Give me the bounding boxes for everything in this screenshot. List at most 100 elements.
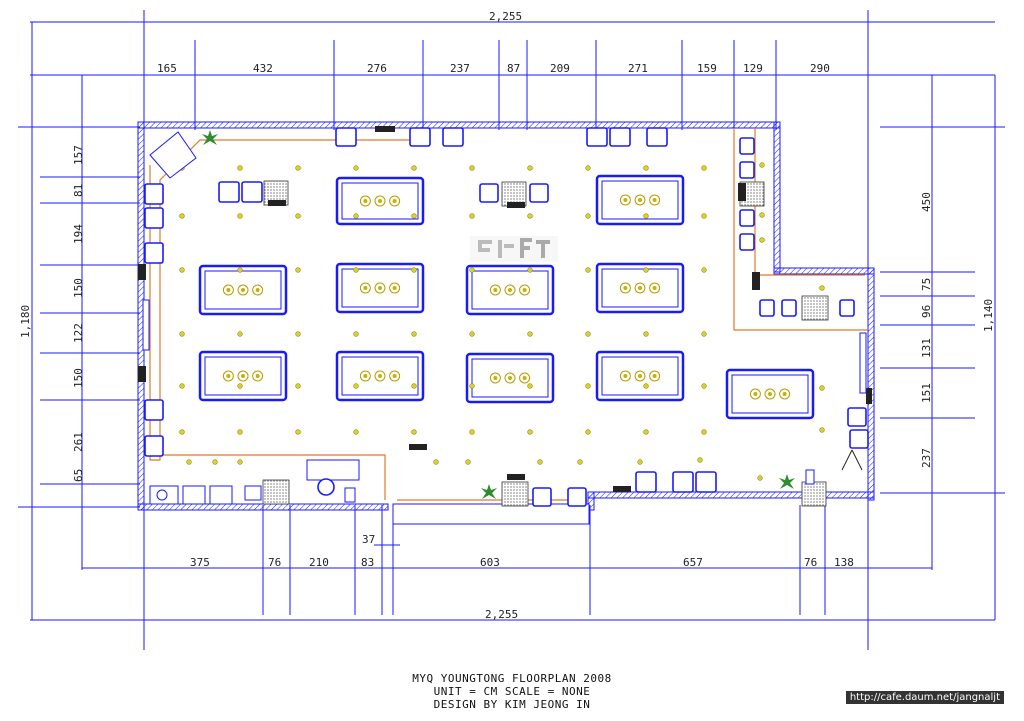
chair-icon <box>839 299 855 317</box>
plants <box>202 130 795 499</box>
dimension-lines-right: 1,140 450 75 96 131 151 237 <box>880 75 1005 620</box>
dim-left-6: 261 <box>72 432 85 452</box>
light-fixture-icon <box>237 213 243 219</box>
billiard-table-icon <box>335 350 425 402</box>
dim-bottom-5: 657 <box>683 556 703 569</box>
light-fixture-icon <box>295 383 301 389</box>
watermark-logo <box>470 236 558 262</box>
light-fixture-icon <box>469 165 475 171</box>
light-fixture-icon <box>759 237 765 243</box>
light-fixture-icon <box>411 429 417 435</box>
light-fixture-icon <box>295 213 301 219</box>
chair-icon <box>532 487 552 507</box>
dim-bottom-6: 76 <box>804 556 817 569</box>
light-fixture-icon <box>643 213 649 219</box>
light-fixture-icon <box>527 429 533 435</box>
chair-icon <box>144 435 164 457</box>
dim-top-8: 129 <box>743 62 763 75</box>
light-fixture-icon <box>465 459 471 465</box>
light-fixture-icon <box>643 165 649 171</box>
light-fixture-icon <box>697 457 703 463</box>
light-fixture-icon <box>295 267 301 273</box>
light-fixture-icon <box>643 383 649 389</box>
chair-icon <box>442 127 464 147</box>
light-fixture-icon <box>701 331 707 337</box>
light-fixture-icon <box>701 213 707 219</box>
dim-top-7: 159 <box>697 62 717 75</box>
chair-icon <box>739 209 755 227</box>
light-fixture-icon <box>295 429 301 435</box>
light-fixture-icon <box>819 285 825 291</box>
dim-right-1: 75 <box>920 278 933 291</box>
dim-top-6: 271 <box>628 62 648 75</box>
chair-icon <box>849 429 869 449</box>
light-fixture-icon <box>179 267 185 273</box>
dim-right-3: 131 <box>920 338 933 358</box>
bottom-left-fixtures <box>149 485 262 505</box>
light-fixture-icon <box>527 267 533 273</box>
light-fixture-icon <box>186 459 192 465</box>
dim-bottom-3: 83 <box>361 556 374 569</box>
watermark-url[interactable]: http://cafe.daum.net/jangnaljt <box>845 691 1004 704</box>
dim-left-7: 65 <box>72 469 85 482</box>
chair-icon <box>635 471 657 493</box>
dim-entrance-depth: 37 <box>362 533 375 546</box>
light-fixture-icon <box>295 331 301 337</box>
light-fixture-icon <box>237 331 243 337</box>
billiard-table-icon <box>595 174 685 226</box>
chair-icon <box>586 127 608 147</box>
dim-top-2: 276 <box>367 62 387 75</box>
dim-bottom-0: 375 <box>190 556 210 569</box>
light-fixture-icon <box>179 383 185 389</box>
walls <box>137 121 875 525</box>
title-line-3: DESIGN BY KIM JEONG IN <box>433 698 591 711</box>
light-fixture-icon <box>585 383 591 389</box>
light-fixture-icon <box>433 459 439 465</box>
light-fixture-icon <box>469 267 475 273</box>
cashier-desk <box>306 459 360 503</box>
chair-icon <box>144 183 164 205</box>
dim-bottom-1: 76 <box>268 556 281 569</box>
light-fixture-icon <box>701 429 707 435</box>
light-fixture-icon <box>295 165 301 171</box>
dimension-lines-top: 2,255 165 432 276 237 87 209 271 159 129… <box>30 10 995 650</box>
chair-icon <box>695 471 717 493</box>
plant-icon <box>481 484 497 499</box>
dim-left-5: 150 <box>72 368 85 388</box>
light-fixture-icon <box>237 383 243 389</box>
dim-left-2: 194 <box>72 224 85 244</box>
light-fixture-icon <box>585 165 591 171</box>
light-fixture-icon <box>353 383 359 389</box>
light-fixture-icon <box>411 383 417 389</box>
plant-icon <box>202 130 218 145</box>
chair-icon <box>144 242 164 264</box>
chair-icon <box>609 127 631 147</box>
light-fixture-icon <box>353 165 359 171</box>
light-fixture-icon <box>469 213 475 219</box>
sink-icon <box>156 489 168 501</box>
light-fixture-icon <box>757 475 763 481</box>
light-fixture-icon <box>353 429 359 435</box>
title-line-2: UNIT = CM SCALE = NONE <box>433 685 591 698</box>
light-fixture-icon <box>179 331 185 337</box>
billiard-table-icon <box>335 176 425 226</box>
light-fixtures <box>179 162 825 481</box>
chair-icon <box>739 137 755 155</box>
light-fixture-icon <box>637 459 643 465</box>
light-fixture-icon <box>585 331 591 337</box>
chair-icon <box>672 471 694 493</box>
light-fixture-icon <box>643 331 649 337</box>
billiard-table-icon <box>595 350 685 402</box>
chair-icon <box>739 161 755 179</box>
light-fixture-icon <box>701 267 707 273</box>
chair-icon <box>847 407 867 427</box>
billiard-table-icon <box>335 262 425 314</box>
chair-icon <box>567 487 587 507</box>
dim-right-4: 151 <box>920 383 933 403</box>
chair-icon <box>529 183 549 203</box>
chair-icon <box>335 127 357 147</box>
light-fixture-icon <box>469 429 475 435</box>
light-fixture-icon <box>643 429 649 435</box>
chair-icon <box>479 183 499 203</box>
